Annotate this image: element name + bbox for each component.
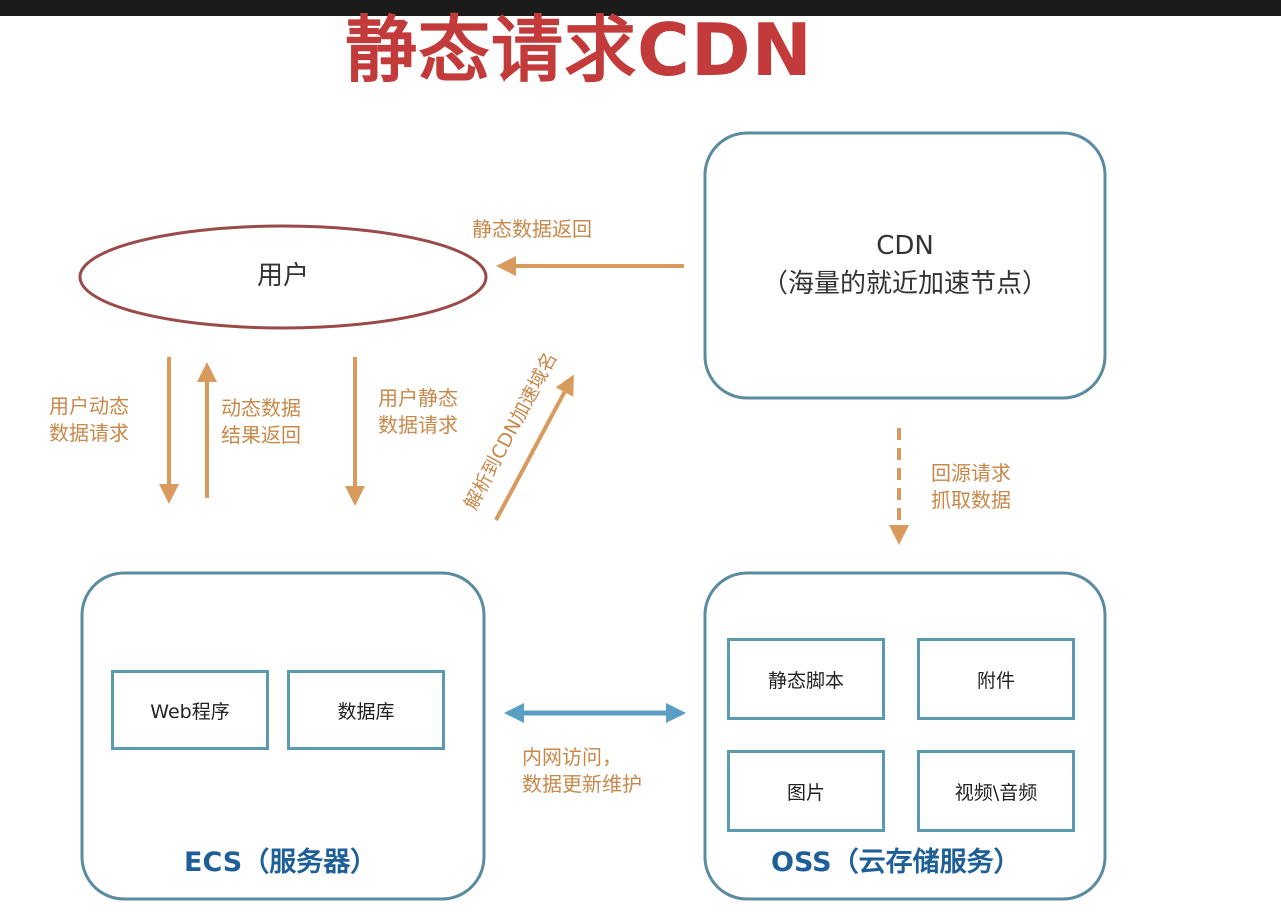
static-request-label-1: 用户静态: [378, 386, 458, 410]
dynamic-return-label-1: 动态数据: [221, 396, 301, 420]
ecs-label: ECS（服务器）: [184, 847, 378, 878]
top-bar: [0, 0, 1281, 16]
attachment-box: 附件: [917, 638, 1075, 720]
cdn-label: CDN: [876, 231, 934, 261]
origin-fetch-label-1: 回源请求: [931, 461, 1011, 485]
static-request-label-2: 数据请求: [378, 413, 458, 437]
static-return-label: 静态数据返回: [472, 217, 592, 241]
web-program-box: Web程序: [111, 670, 269, 750]
oss-node-box: [703, 571, 1107, 901]
oss-label: OSS（云存储服务）: [771, 847, 1021, 878]
dynamic-request-label-1: 用户动态: [49, 394, 129, 418]
diagram-title: 静态请求CDN: [345, 8, 813, 92]
cdn-sublabel: （海量的就近加速节点）: [761, 269, 1048, 299]
image-box: 图片: [727, 750, 885, 832]
dynamic-return-label-2: 结果返回: [221, 423, 301, 447]
user-label: 用户: [256, 261, 309, 291]
intranet-label-1: 内网访问，: [522, 745, 622, 769]
video-audio-box: 视频\音频: [917, 750, 1075, 832]
dynamic-request-label-2: 数据请求: [49, 421, 129, 445]
ecs-node-box: [80, 571, 486, 901]
resolve-cdn-arrow: [494, 374, 574, 521]
database-box: 数据库: [287, 670, 445, 750]
intranet-label-2: 数据更新维护: [522, 772, 642, 796]
static-script-box: 静态脚本: [727, 638, 885, 720]
origin-fetch-label-2: 抓取数据: [931, 488, 1011, 512]
cdn-node-box: [703, 131, 1107, 400]
user-node-ellipse: [78, 224, 488, 330]
